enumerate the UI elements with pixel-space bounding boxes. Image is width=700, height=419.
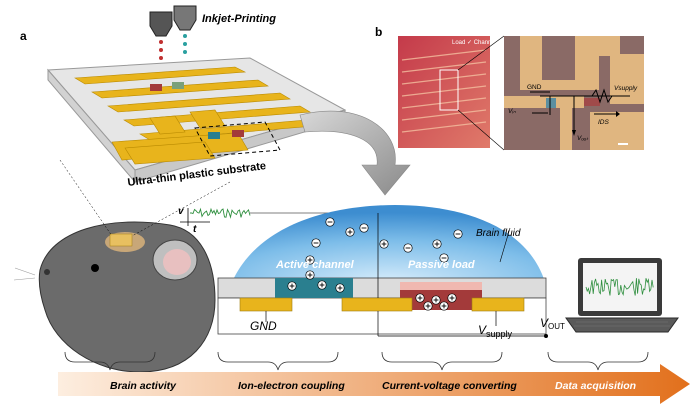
cation-icon: [432, 239, 442, 249]
substrate-3d: [46, 57, 347, 184]
zoom-line-top: [457, 35, 505, 71]
anion-icon: [403, 243, 413, 253]
laptop-illustration: [565, 258, 679, 333]
micro-vout-label: Vₒᵤₜ: [577, 135, 588, 142]
mouse-illustration: [13, 221, 216, 373]
zoom-line-left: [59, 159, 113, 237]
ion-symbols: [287, 217, 463, 311]
inkjet-printing-label: Inkjet-Printing: [202, 13, 276, 25]
stage-current-voltage-converting: Current-voltage converting: [382, 380, 517, 392]
zoom-line-bottom: [457, 109, 505, 151]
signal-v-label: v: [178, 206, 185, 217]
process-arrow: [58, 364, 690, 404]
cation-icon: [287, 281, 297, 291]
zoom-line-right: [131, 181, 231, 237]
vsupply-label: Vsupply: [478, 323, 513, 339]
stage-brain-activity: Brain activity: [110, 380, 177, 392]
anion-icon: [359, 223, 369, 233]
cation-icon: [439, 301, 449, 311]
cation-icon: [335, 283, 345, 293]
stage-data-acquisition: Data acquisition: [555, 380, 636, 392]
cation-icon: [447, 293, 457, 303]
active-channel-label: Active channel: [275, 259, 355, 271]
anion-icon: [325, 217, 335, 227]
cation-icon: [305, 270, 315, 280]
cation-icon: [317, 280, 327, 290]
stage-brackets: [64, 351, 649, 371]
micrograph-overview: Load ✓ Channel: [398, 36, 496, 148]
passive-load-label: Passive load: [408, 259, 475, 271]
micro-vin-label: Vᵢₙ: [508, 108, 516, 115]
load-channel-label: Load ✓ Channel: [452, 40, 496, 46]
cation-icon: [379, 239, 389, 249]
stage-ion-electron-coupling: Ion-electron coupling: [238, 380, 345, 392]
curved-arrow: [299, 110, 411, 196]
cation-icon: [423, 301, 433, 311]
micro-ids-label: IDS: [598, 119, 610, 126]
brain-fluid-label: Brain fluid: [476, 228, 521, 239]
micrograph-zoom: [504, 36, 644, 150]
panel-a-letter: a: [20, 29, 27, 43]
micro-gnd-label: GND: [527, 84, 542, 91]
eeg-trace: [189, 207, 251, 219]
laptop-eeg-trace: [585, 278, 654, 296]
anion-icon: [311, 238, 321, 248]
panel-b-letter: b: [375, 25, 382, 39]
cation-icon: [415, 293, 425, 303]
signal-axes: [180, 208, 210, 226]
anion-icon: [453, 229, 463, 239]
anion-icon: [439, 253, 449, 263]
vout-label: VOUT: [540, 316, 565, 331]
inkjet-printheads: [149, 5, 197, 60]
signal-t-label: t: [193, 224, 197, 235]
gnd-label: GND: [250, 319, 277, 333]
cation-icon: [345, 227, 355, 237]
cation-icon: [431, 295, 441, 305]
micro-vsupply-label: Vsupply: [614, 85, 638, 92]
cation-icon: [305, 255, 315, 265]
